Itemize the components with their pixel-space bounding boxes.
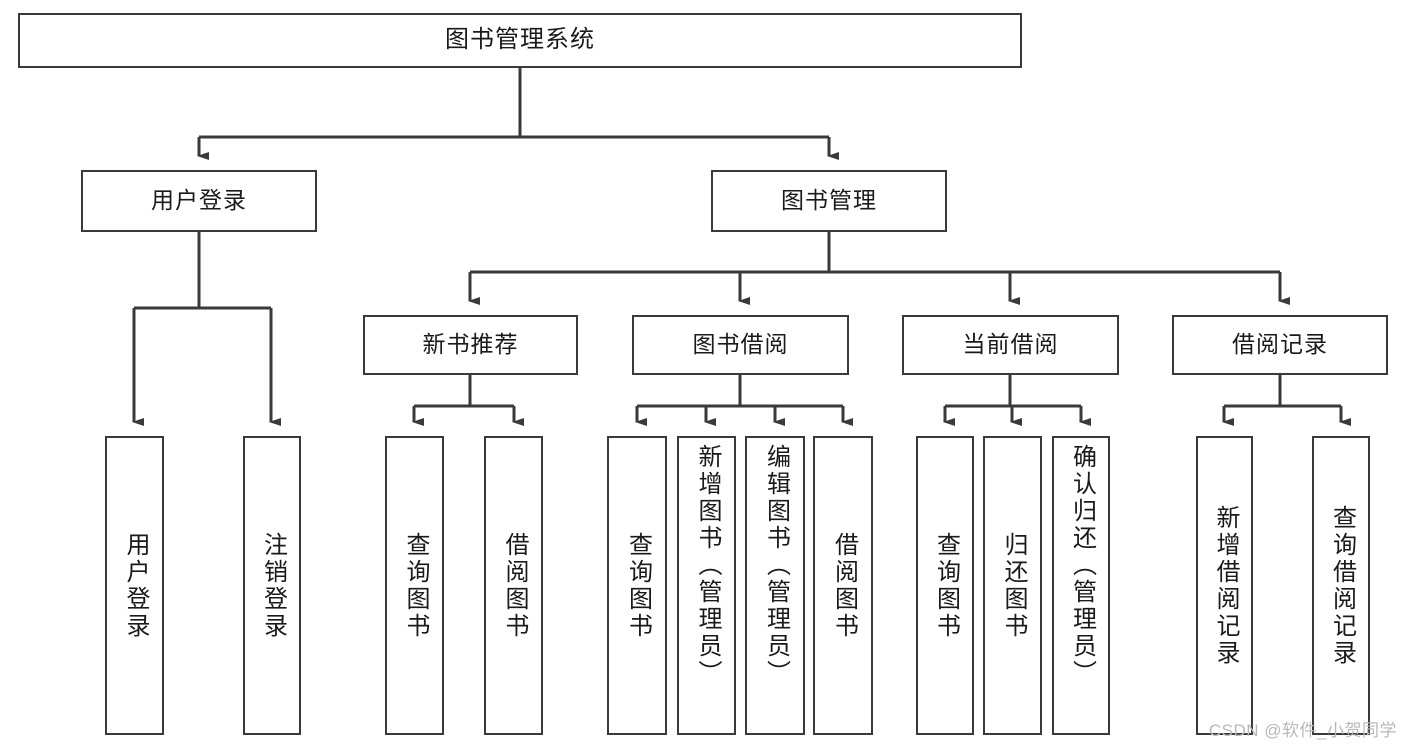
leaf-recommend-borrow-book[interactable]: 借阅图书 bbox=[484, 436, 543, 735]
node-current-borrow[interactable]: 当前借阅 bbox=[902, 315, 1119, 375]
leaf-record-add-record-label: 新增借阅记录 bbox=[1211, 504, 1239, 667]
leaf-record-query-record-label: 查询借阅记录 bbox=[1328, 504, 1356, 667]
node-book-borrow-label: 图书借阅 bbox=[692, 331, 789, 358]
leaf-record-query-record[interactable]: 查询借阅记录 bbox=[1312, 436, 1370, 735]
node-book-management-label: 图书管理 bbox=[781, 187, 877, 214]
node-borrow-record[interactable]: 借阅记录 bbox=[1172, 315, 1388, 375]
node-current-borrow-label: 当前借阅 bbox=[962, 331, 1059, 358]
leaf-borrow-add-book-label: 新增图书（管理员） bbox=[693, 444, 721, 687]
node-root-system[interactable]: 图书管理系统 bbox=[18, 13, 1022, 68]
leaf-borrow-query-book[interactable]: 查询图书 bbox=[607, 436, 667, 735]
leaf-borrow-add-book[interactable]: 新增图书（管理员） bbox=[677, 436, 736, 735]
leaf-record-add-record[interactable]: 新增借阅记录 bbox=[1196, 436, 1253, 735]
leaf-borrow-edit-book-label: 编辑图书（管理员） bbox=[762, 444, 790, 687]
node-new-book-recommend[interactable]: 新书推荐 bbox=[363, 315, 578, 375]
leaf-borrow-borrow-book[interactable]: 借阅图书 bbox=[813, 436, 873, 735]
node-root-system-label: 图书管理系统 bbox=[445, 26, 595, 54]
node-book-management[interactable]: 图书管理 bbox=[711, 170, 947, 232]
node-user-login-label: 用户登录 bbox=[151, 187, 247, 214]
leaf-user-login-logout[interactable]: 注销登录 bbox=[243, 436, 301, 735]
leaf-user-login-logout-label: 注销登录 bbox=[259, 531, 287, 640]
leaf-current-return-book[interactable]: 归还图书 bbox=[983, 436, 1042, 735]
leaf-current-confirm-return[interactable]: 确认归还（管理员） bbox=[1052, 436, 1110, 735]
leaf-borrow-borrow-book-label: 借阅图书 bbox=[830, 531, 858, 640]
leaf-current-query-book-label: 查询图书 bbox=[932, 531, 960, 640]
node-book-borrow[interactable]: 图书借阅 bbox=[632, 315, 849, 375]
watermark-text: CSDN @软件_小贺同学 bbox=[1208, 721, 1397, 740]
node-user-login[interactable]: 用户登录 bbox=[81, 170, 317, 232]
leaf-user-login-login-label: 用户登录 bbox=[121, 531, 149, 640]
node-borrow-record-label: 借阅记录 bbox=[1232, 331, 1328, 358]
leaf-recommend-query-book-label: 查询图书 bbox=[401, 531, 429, 640]
node-new-book-recommend-label: 新书推荐 bbox=[422, 331, 519, 358]
leaf-borrow-query-book-label: 查询图书 bbox=[624, 531, 652, 640]
leaf-current-confirm-return-label: 确认归还（管理员） bbox=[1068, 444, 1096, 687]
leaf-current-return-book-label: 归还图书 bbox=[999, 531, 1027, 640]
leaf-recommend-query-book[interactable]: 查询图书 bbox=[385, 436, 444, 735]
leaf-borrow-edit-book[interactable]: 编辑图书（管理员） bbox=[745, 436, 805, 735]
leaf-current-query-book[interactable]: 查询图书 bbox=[916, 436, 974, 735]
leaf-recommend-borrow-book-label: 借阅图书 bbox=[500, 531, 528, 640]
leaf-user-login-login[interactable]: 用户登录 bbox=[105, 436, 164, 735]
